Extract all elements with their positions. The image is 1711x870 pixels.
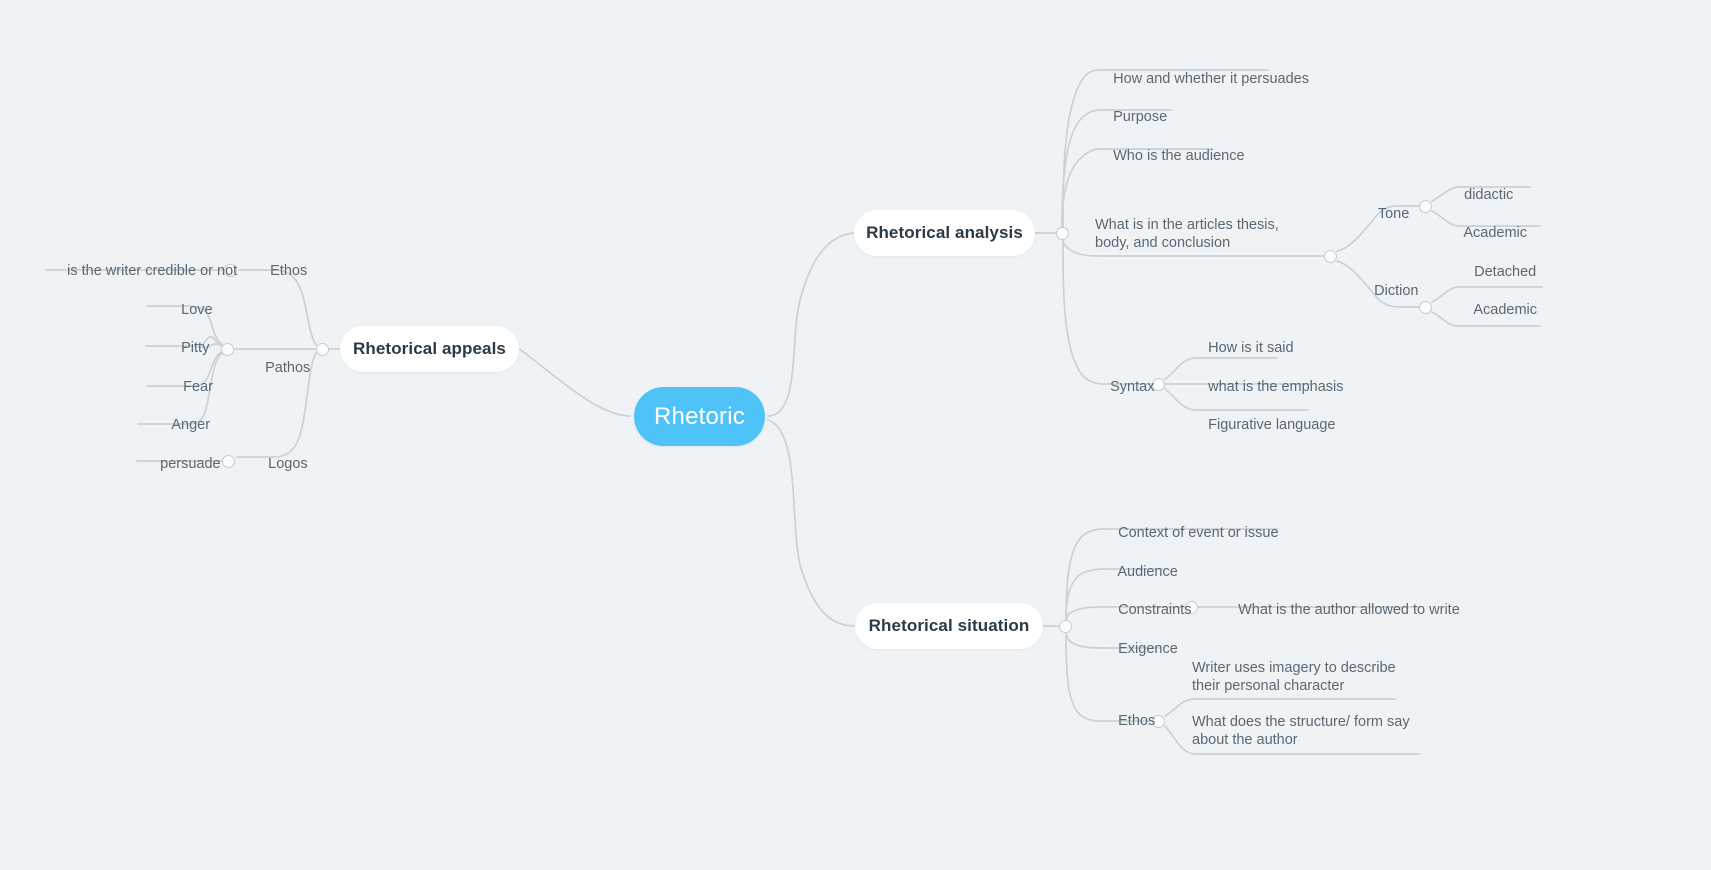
- leaf-label: Syntax: [1110, 379, 1155, 395]
- leaf-label: How and whether it persuades: [1113, 71, 1309, 87]
- leaf-how-and-whether-it-persuades[interactable]: How and whether it persuades: [1097, 52, 1309, 106]
- leaf-persuade[interactable]: persuade: [144, 437, 221, 491]
- leaf-how-is-it-said[interactable]: How is it said: [1192, 321, 1294, 375]
- leaf-who-is-the-audience[interactable]: Who is the audience: [1097, 129, 1245, 183]
- leaf-writer-uses-imagery[interactable]: Writer uses imagery to describe their pe…: [1192, 659, 1397, 695]
- leaf-label: didactic: [1464, 187, 1514, 203]
- leaf-constraints[interactable]: Constraints: [1102, 583, 1191, 637]
- leaf-ethos[interactable]: Ethos: [254, 244, 307, 298]
- leaf-label: Academic: [1463, 225, 1527, 241]
- leaf-love[interactable]: Love: [165, 283, 213, 337]
- leaf-label: Love: [181, 302, 213, 318]
- leaf-exigence[interactable]: Exigence: [1102, 622, 1178, 676]
- connector-thesis-hub[interactable]: [1324, 250, 1337, 263]
- leaf-label: Constraints: [1118, 602, 1192, 618]
- connector-constraints-hub[interactable]: [1185, 601, 1198, 614]
- leaf-label: Purpose: [1113, 109, 1168, 125]
- leaf-label: Detached: [1474, 264, 1537, 280]
- leaf-anger[interactable]: Anger: [156, 398, 210, 452]
- connector-situation-ethos-hub[interactable]: [1152, 715, 1165, 728]
- leaf-label: Pitty: [181, 340, 210, 356]
- leaf-label: How is it said: [1208, 340, 1294, 356]
- leaf-what-does-the-structure-say[interactable]: What does the structure/ form say about …: [1192, 713, 1420, 749]
- connector-analysis-hub[interactable]: [1056, 227, 1069, 240]
- leaf-label: Figurative language: [1208, 417, 1336, 433]
- connector-ethos-hub[interactable]: [224, 264, 237, 277]
- leaf-label: Logos: [268, 456, 308, 472]
- branch-node-rhetorical-analysis[interactable]: Rhetorical analysis: [854, 210, 1035, 256]
- leaf-label: What is in the articles thesis, body, an…: [1095, 217, 1279, 251]
- leaf-label: what is the emphasis: [1208, 379, 1344, 395]
- leaf-tone-didactic[interactable]: didactic: [1448, 168, 1513, 222]
- leaf-pitty[interactable]: Pitty: [165, 321, 209, 375]
- leaf-articles-thesis-body-conclusion[interactable]: What is in the articles thesis, body, an…: [1095, 216, 1313, 252]
- leaf-figurative-language[interactable]: Figurative language: [1192, 398, 1336, 452]
- leaf-label: What is the author allowed to write: [1238, 602, 1460, 618]
- leaf-diction-detached[interactable]: Detached: [1458, 245, 1536, 299]
- leaf-label: Anger: [171, 417, 211, 433]
- leaf-context-of-event-or-issue[interactable]: Context of event or issue: [1102, 506, 1279, 560]
- branch-label-rhetorical-analysis: Rhetorical analysis: [866, 223, 1023, 242]
- connector-pathos-hub[interactable]: [221, 343, 234, 356]
- leaf-purpose[interactable]: Purpose: [1097, 90, 1167, 144]
- branch-label-rhetorical-situation: Rhetorical situation: [868, 616, 1030, 635]
- leaf-label: Ethos: [270, 263, 308, 279]
- connector-tone-hub[interactable]: [1419, 200, 1432, 213]
- connector-situation-hub[interactable]: [1059, 620, 1072, 633]
- leaf-diction[interactable]: Diction: [1358, 264, 1418, 318]
- connector-diction-hub[interactable]: [1419, 301, 1432, 314]
- leaf-tone[interactable]: Tone: [1362, 187, 1409, 241]
- leaf-syntax[interactable]: Syntax: [1094, 360, 1154, 414]
- leaf-what-is-the-author-allowed-to-write[interactable]: What is the author allowed to write: [1222, 583, 1460, 637]
- branch-label-rhetorical-appeals: Rhetorical appeals: [353, 339, 506, 358]
- leaf-label: is the writer credible or not: [67, 263, 238, 279]
- leaf-label: persuade: [160, 456, 221, 472]
- branch-node-rhetorical-appeals[interactable]: Rhetorical appeals: [340, 326, 519, 372]
- root-node-rhetoric[interactable]: Rhetoric: [634, 387, 765, 446]
- leaf-label: Fear: [183, 379, 213, 395]
- leaf-tone-academic[interactable]: Academic: [1448, 206, 1527, 260]
- leaf-fear[interactable]: Fear: [167, 360, 213, 414]
- connector-syntax-hub[interactable]: [1152, 378, 1165, 391]
- leaf-logos[interactable]: Logos: [252, 437, 308, 491]
- leaf-label: Exigence: [1118, 641, 1178, 657]
- connector-logos-hub[interactable]: [222, 455, 235, 468]
- leaf-label: Context of event or issue: [1118, 525, 1279, 541]
- leaf-situation-audience[interactable]: Audience: [1102, 545, 1178, 599]
- root-node-label: Rhetoric: [654, 402, 745, 430]
- leaf-label: Who is the audience: [1113, 148, 1245, 164]
- leaf-situation-ethos[interactable]: Ethos: [1102, 694, 1155, 748]
- leaf-label: What does the structure/ form say about …: [1192, 714, 1410, 748]
- leaf-label: Academic: [1473, 302, 1537, 318]
- leaf-label: Tone: [1377, 206, 1410, 222]
- leaf-label: Diction: [1374, 283, 1419, 299]
- leaf-what-is-the-emphasis[interactable]: what is the emphasis: [1192, 360, 1344, 414]
- branch-node-rhetorical-situation[interactable]: Rhetorical situation: [855, 603, 1043, 649]
- leaf-label: Audience: [1117, 564, 1178, 580]
- leaf-label: Writer uses imagery to describe their pe…: [1192, 660, 1396, 694]
- leaf-label: Pathos: [265, 360, 311, 376]
- leaf-is-the-writer-credible-or-not[interactable]: is the writer credible or not: [51, 244, 237, 298]
- leaf-pathos[interactable]: Pathos: [249, 341, 310, 395]
- connector-appeals-hub[interactable]: [316, 343, 329, 356]
- leaf-label: Ethos: [1118, 713, 1156, 729]
- leaf-diction-academic[interactable]: Academic: [1458, 283, 1537, 337]
